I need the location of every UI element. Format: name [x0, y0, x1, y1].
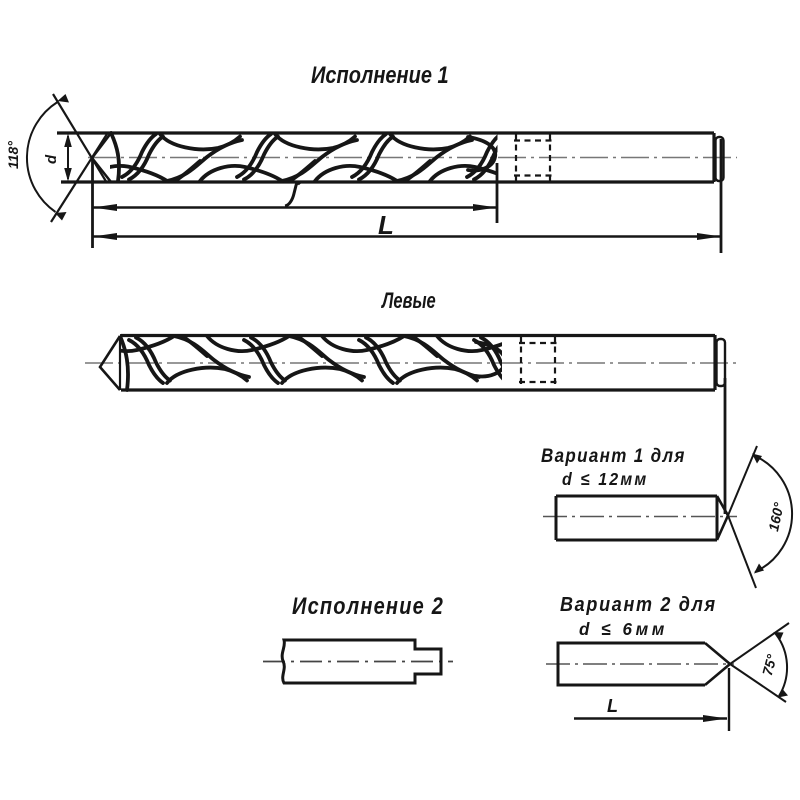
svg-text:Исполнение 1: Исполнение 1 — [311, 61, 449, 88]
svg-text:d ≤ 12мм: d ≤ 12мм — [562, 469, 648, 489]
svg-text:Исполнение 2: Исполнение 2 — [292, 592, 444, 619]
svg-text:d: d — [43, 154, 60, 164]
svg-text:L: L — [607, 696, 618, 716]
svg-text:d ≤ 6мм: d ≤ 6мм — [579, 619, 668, 639]
svg-text:L: L — [378, 210, 394, 240]
svg-text:118°: 118° — [5, 141, 21, 169]
svg-text:160°: 160° — [765, 501, 787, 533]
svg-text:Вариант 1 для: Вариант 1 для — [541, 444, 686, 466]
svg-text:Левые: Левые — [380, 289, 435, 314]
svg-text:75°: 75° — [759, 652, 780, 677]
svg-text:Вариант 2 для: Вариант 2 для — [560, 593, 717, 616]
